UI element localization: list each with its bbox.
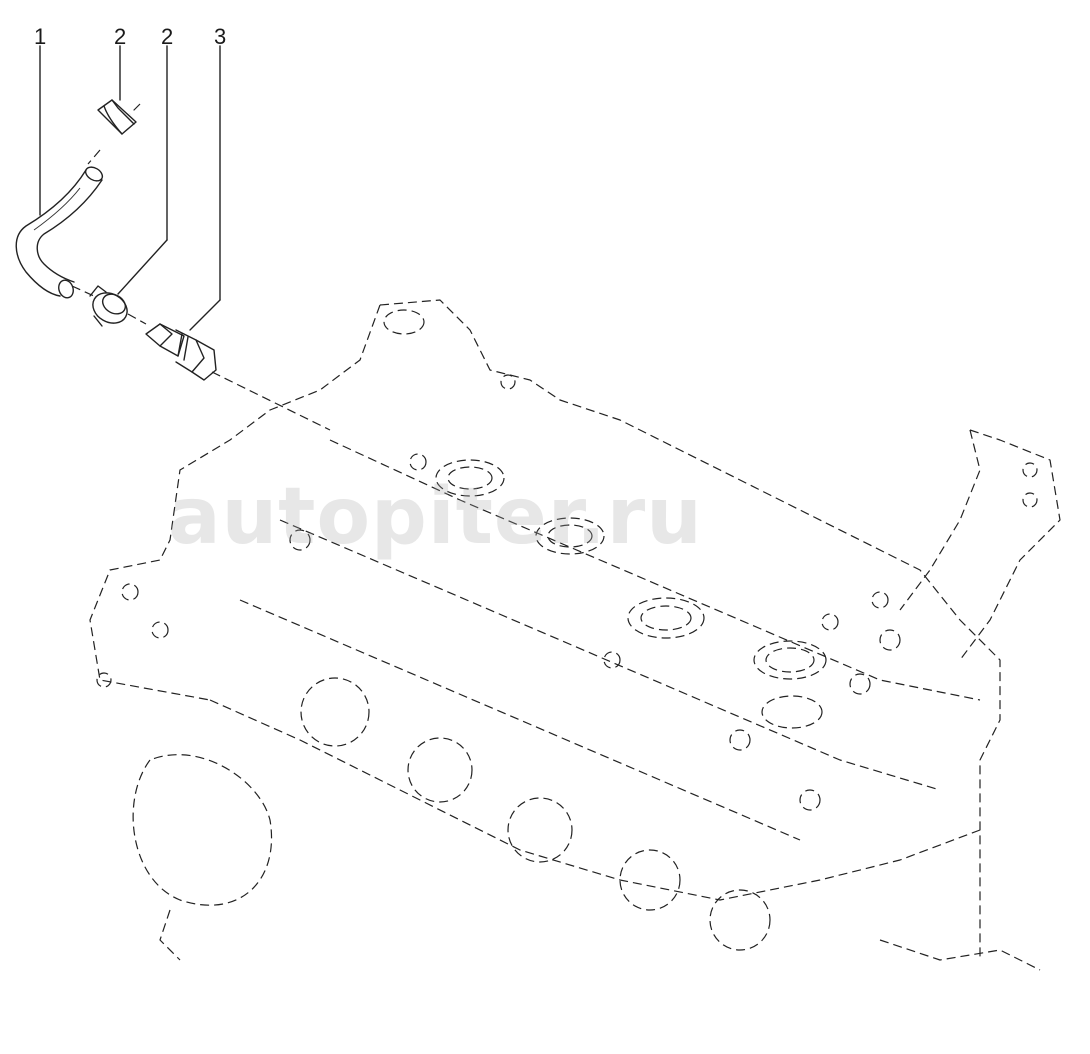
clip-upper-part xyxy=(97,99,137,135)
assembly-axis-lines xyxy=(71,103,331,431)
hose-part xyxy=(15,166,104,299)
leader-line-3-b xyxy=(189,299,221,331)
callout-label-1: 1 xyxy=(34,24,47,49)
engine-cylinder-head xyxy=(89,299,1061,971)
callout-label-2-lower: 2 xyxy=(161,24,174,49)
leader-line-2-lower-b xyxy=(117,239,168,295)
callout-label-3: 3 xyxy=(214,24,227,49)
watermark: autopiter.ru xyxy=(168,472,703,562)
callout-label-2-upper: 2 xyxy=(114,24,127,49)
sensor-part xyxy=(145,323,217,381)
leader-lines xyxy=(39,45,221,331)
clip-lower-part xyxy=(89,285,128,327)
